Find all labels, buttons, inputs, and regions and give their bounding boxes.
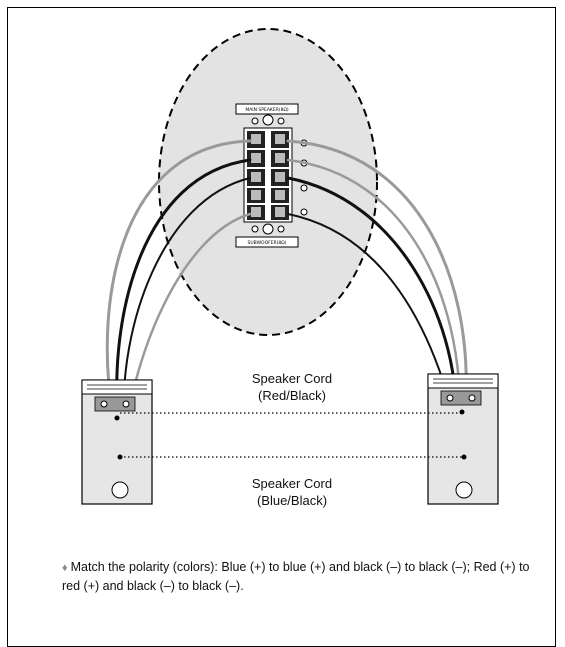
- subwoofer-label: SUBWOOFER(8Ω): [248, 240, 287, 246]
- polarity-note-text: Match the polarity (colors): Blue (+) to…: [62, 560, 530, 593]
- right-speaker: [427, 373, 499, 505]
- terminal-block: MAIN SPEAKER(8Ω) SUBWOOFER(8Ω): [235, 103, 308, 248]
- left-speaker: [81, 379, 153, 505]
- blue-black-cord-title: Speaker Cord: [251, 476, 333, 491]
- red-black-cord-label: Speaker Cord (Red/Black): [192, 370, 392, 404]
- polarity-note: ♦Match the polarity (colors): Blue (+) t…: [62, 558, 532, 595]
- speaker-wiring-diagram: MAIN SPEAKER(8Ω) SUBWOOFER(8Ω): [81, 28, 499, 505]
- main-speaker-label: MAIN SPEAKER(8Ω): [245, 107, 289, 113]
- blue-black-cord-label: Speaker Cord (Blue/Black): [192, 475, 392, 509]
- blue-black-cord-colors: (Blue/Black): [256, 493, 328, 508]
- red-black-cord-colors: (Red/Black): [258, 388, 326, 403]
- red-black-cord-title: Speaker Cord: [251, 371, 333, 386]
- terminal-grid: [247, 131, 289, 220]
- diamond-bullet-icon: ♦: [62, 562, 68, 574]
